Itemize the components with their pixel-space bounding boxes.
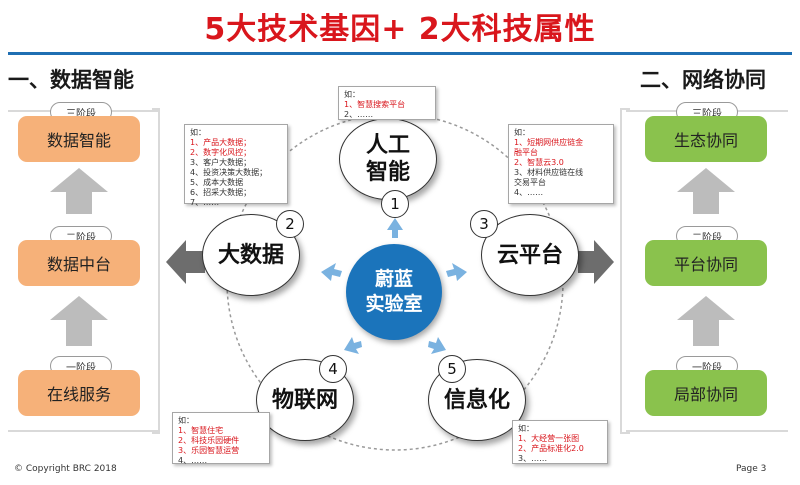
- right-stage-1-box: 局部协同: [645, 370, 767, 416]
- left-stage-1-box: 在线服务: [18, 370, 140, 416]
- note-ai: 如： 1、智慧搜索平台 2、……: [338, 86, 436, 120]
- left-big-arrow: [166, 240, 205, 284]
- note-iot: 如： 1、智慧住宅 2、科技乐园硬件 3、乐园智慧运营 4、……: [172, 412, 270, 465]
- node-iot-number: 4: [319, 355, 347, 383]
- node-ai: 人工 智能: [339, 118, 437, 200]
- note-cloud: 如： 1、短期网供应链金 融平台 2、智慧云3.0 3、材料供应链在线 交易平台…: [508, 124, 614, 204]
- right-up-arrow-lower: [677, 296, 735, 346]
- left-up-arrow-upper: [50, 168, 108, 214]
- right-stage-2-box: 平台协同: [645, 240, 767, 286]
- slide-title: 5大技术基因+ 2大科技属性: [204, 12, 596, 47]
- left-up-arrow-lower: [50, 296, 108, 346]
- right-bracket-edge: [620, 108, 630, 434]
- right-section-title: 二、网络协同: [640, 68, 766, 92]
- title-divider: [8, 52, 792, 55]
- arrow-from-bigdata: [321, 263, 342, 281]
- left-bracket-edge: [152, 108, 160, 434]
- node-info-number: 5: [438, 355, 466, 383]
- footer-page-number: Page 3: [736, 464, 767, 474]
- arrow-from-cloud: [446, 263, 467, 281]
- left-stage-3-box: 数据智能: [18, 116, 140, 162]
- note-bigdata: 如： 1、产品大数据； 2、数字化风控； 3、客户大数据； 4、投资决策大数据；…: [184, 124, 288, 207]
- arrow-from-info: [428, 337, 446, 354]
- right-up-arrow-upper: [677, 168, 735, 214]
- arrow-from-iot: [344, 337, 362, 354]
- arrow-from-ai: [387, 218, 403, 238]
- node-bigdata-number: 2: [276, 210, 304, 238]
- node-ai-number: 1: [381, 190, 409, 218]
- node-cloud-number: 3: [470, 210, 498, 238]
- note-info: 如： 1、大经营一张图 2、产品标准化2.0 3、……: [512, 420, 608, 464]
- left-section-title: 一、数据智能: [8, 68, 134, 92]
- right-big-arrow: [578, 240, 614, 284]
- center-node-lab: 蔚蓝 实验室: [346, 244, 442, 340]
- left-stage-2-box: 数据中台: [18, 240, 140, 286]
- footer-copyright: © Copyright BRC 2018: [14, 464, 117, 474]
- right-stage-3-box: 生态协同: [645, 116, 767, 162]
